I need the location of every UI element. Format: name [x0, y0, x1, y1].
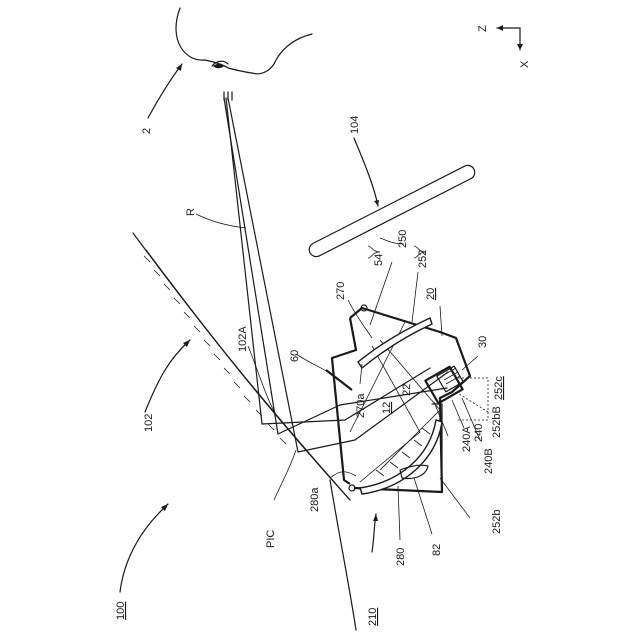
label-ref-54: 54	[373, 254, 385, 266]
label-ref-252: 252	[417, 250, 429, 268]
leader-280	[398, 486, 400, 540]
leader-pic	[274, 450, 296, 500]
label-ref-240: 240	[473, 424, 485, 442]
x-axis-arrowhead	[517, 44, 523, 50]
leader-2	[148, 64, 182, 118]
leader-102	[145, 340, 190, 412]
axis-indicator: Z X	[477, 25, 531, 68]
label-ref-240A: 240A	[461, 426, 473, 452]
ray-b	[226, 98, 430, 424]
eye-icon	[213, 64, 224, 69]
z-axis-arrowhead	[497, 25, 503, 31]
label-ref-100: 100	[115, 602, 127, 620]
head-outline	[176, 8, 312, 74]
board-104	[307, 163, 477, 259]
label-windshield-102: 102	[143, 414, 155, 432]
cover-mirror-60	[326, 370, 352, 390]
leader-100	[120, 504, 168, 592]
fold-mirror-270	[358, 318, 432, 368]
axis-z-label: Z	[477, 25, 489, 32]
label-ray-R: R	[185, 208, 197, 216]
ray-c	[228, 98, 448, 452]
label-ref-270a: 270a	[355, 393, 367, 418]
leader-240	[452, 400, 464, 428]
label-ref-280: 280	[395, 548, 407, 566]
label-mirror-60: 60	[289, 350, 301, 362]
leader-2-arrowhead	[176, 64, 182, 71]
label-ref-22: 22	[401, 384, 413, 396]
leader-82	[414, 478, 432, 534]
label-eye-2: 2	[141, 128, 153, 134]
label-ref-252b: 252b	[491, 510, 503, 534]
label-ref-250: 250	[397, 230, 409, 248]
label-ref-252bB: 252bB	[491, 406, 503, 438]
leader-252b	[440, 478, 470, 518]
axis-x-label: X	[519, 60, 531, 68]
label-ref-30: 30	[477, 336, 489, 348]
light-source-30	[437, 366, 463, 392]
label-ref-240B: 240B	[483, 448, 495, 474]
label-board-104: 104	[349, 116, 361, 134]
label-ref-12: 12	[381, 402, 393, 414]
label-ref-82: 82	[431, 544, 443, 556]
leader-102A	[248, 346, 276, 415]
driver-head	[176, 8, 312, 100]
leader-104	[354, 138, 378, 206]
leader-252	[412, 272, 418, 322]
label-ref-210: 210	[367, 608, 379, 626]
label-ref-280a: 280a	[309, 487, 321, 512]
dotted-line-252bB	[456, 392, 488, 412]
dashboard-210	[330, 480, 356, 630]
housing-front-wall	[332, 318, 356, 484]
label-ref-20: 20	[425, 288, 437, 300]
label-area-102A: 102A	[237, 326, 249, 352]
label-ref-252c: 252c	[493, 376, 505, 400]
concave-mirror-280	[360, 420, 442, 494]
label-pic: PIC	[265, 530, 277, 548]
label-ref-270: 270	[335, 282, 347, 300]
windshield-inner	[146, 250, 350, 500]
